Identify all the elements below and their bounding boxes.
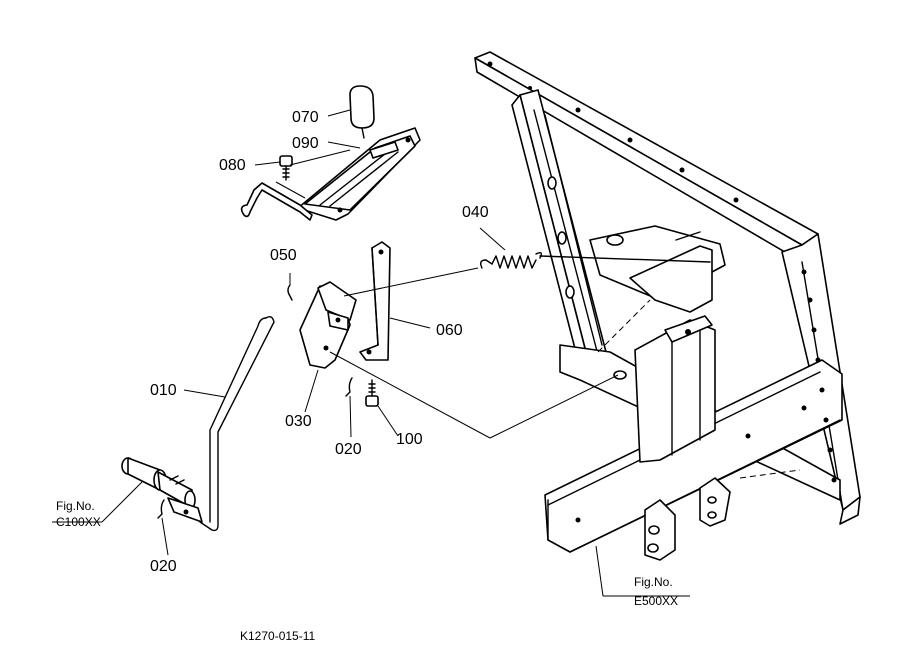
label-020-upper: 020: [335, 441, 362, 458]
shaft-part: [121, 457, 203, 523]
label-090: 090: [292, 135, 319, 152]
label-080: 080: [219, 157, 246, 174]
ref-right-line2: E500XX: [634, 594, 678, 608]
label-100: 100: [396, 431, 423, 448]
label-060: 060: [436, 322, 463, 339]
lever-rod-part: [240, 182, 313, 221]
label-070: 070: [292, 109, 319, 126]
arm-link-part: [359, 241, 391, 361]
ref-left-line2: C100XX: [56, 515, 101, 529]
guide-plate-part: [297, 127, 421, 221]
label-030: 030: [285, 413, 312, 430]
label-040: 040: [462, 204, 489, 221]
leader-lines: [52, 109, 690, 597]
pin-part-020-upper: [345, 377, 353, 397]
bolt-part: [279, 155, 293, 181]
bracket-part: [299, 281, 357, 369]
spring-part: [479, 251, 711, 269]
drawing-code: K1270-015-11: [240, 629, 315, 643]
pin-part-020-lower: [157, 499, 165, 519]
long-rod-part: [199, 315, 275, 532]
tractor-frame: [474, 51, 861, 561]
part-labels: 070 090 080 040 050 060 010 030 020 100 …: [56, 109, 678, 643]
label-020-lower: 020: [150, 558, 177, 575]
ref-left-line1: Fig.No.: [56, 499, 95, 513]
label-010: 010: [150, 382, 177, 399]
label-050: 050: [270, 247, 297, 264]
bolt-part-100: [365, 379, 379, 407]
knob-part: [349, 85, 375, 139]
ref-right-line1: Fig.No.: [634, 575, 673, 589]
pin-part-050: [287, 284, 293, 301]
